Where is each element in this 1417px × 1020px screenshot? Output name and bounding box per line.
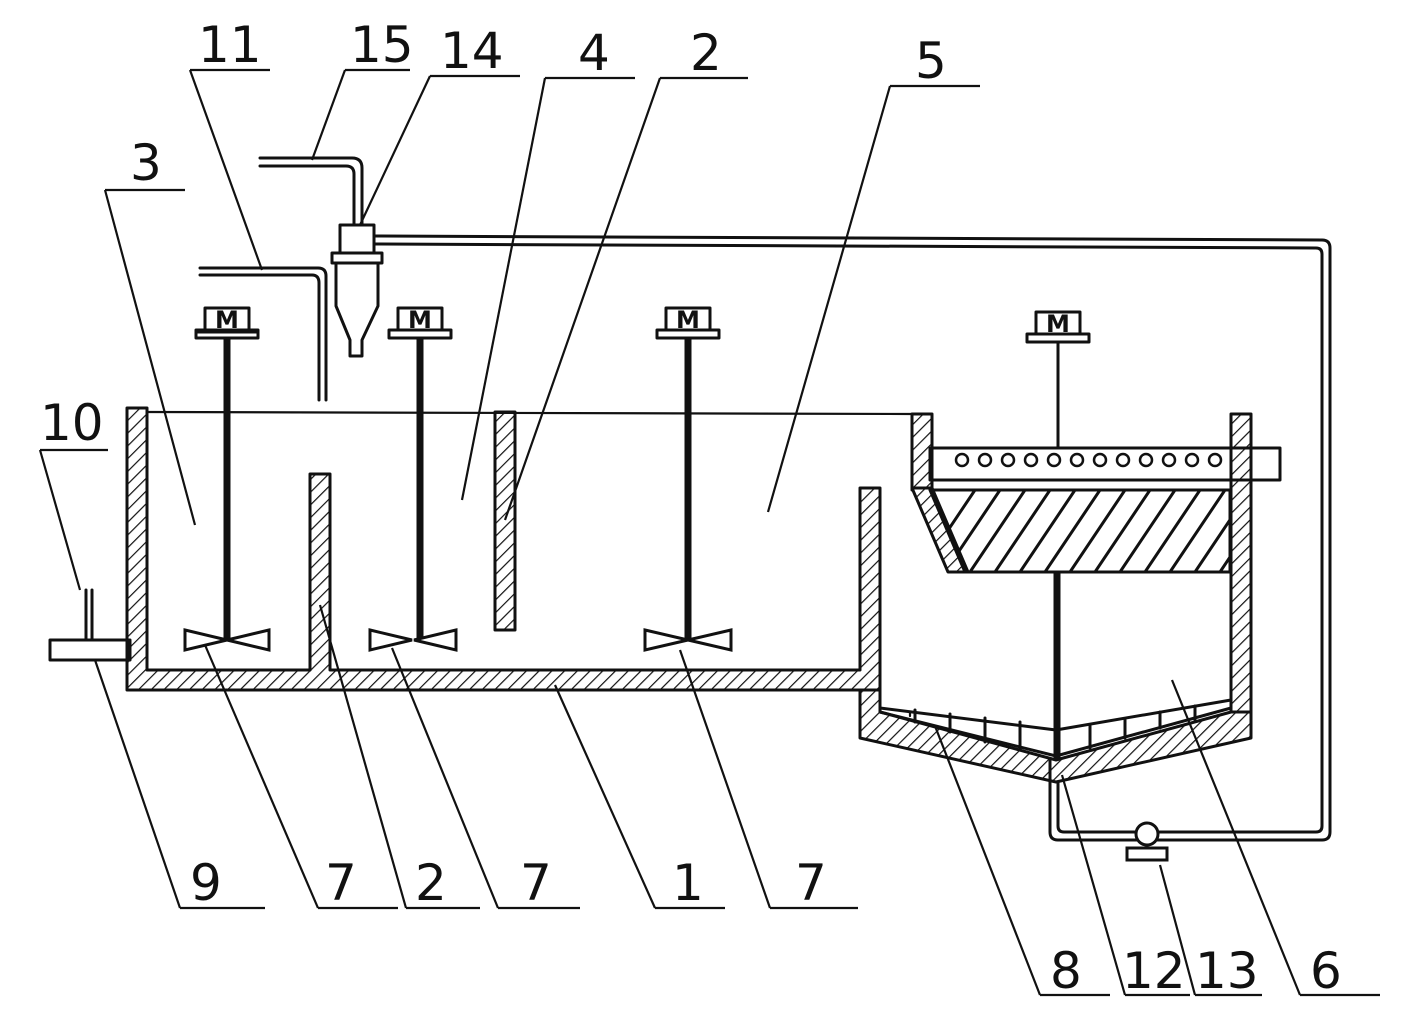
- label-4: 4: [578, 24, 610, 82]
- tank-body: [125, 406, 882, 692]
- water-surface-line: [145, 410, 914, 416]
- scraper-drive: M: [1025, 310, 1091, 450]
- label-9: 9: [190, 854, 222, 912]
- perforated-collector-pipe: [928, 446, 1282, 482]
- label-13: 13: [1195, 942, 1259, 1000]
- agitator-1: M: [183, 306, 271, 652]
- motor-glyph: M: [676, 306, 700, 334]
- dosing-device: [258, 156, 384, 358]
- label-14: 14: [440, 22, 504, 80]
- label-11: 11: [198, 16, 262, 74]
- label-7-left: 7: [325, 854, 357, 912]
- label-2-bottom: 2: [415, 854, 447, 912]
- leader-lines: [38, 68, 1380, 997]
- pump-icon: [1125, 821, 1169, 862]
- label-12: 12: [1122, 942, 1186, 1000]
- label-15: 15: [350, 16, 414, 74]
- impeller-icon: [368, 628, 458, 652]
- part-number-labels: 3 11 15 14 4 2 5 10 9 7 2 7 1 7 8 12 13 …: [40, 16, 1342, 1000]
- settler-right-wall: [1229, 412, 1253, 734]
- inclined-plate-pack: [928, 488, 1232, 574]
- impeller-icon: [643, 628, 733, 652]
- probe: [84, 588, 94, 642]
- label-10: 10: [40, 394, 104, 452]
- sedimentation-tank: [858, 412, 1282, 784]
- agitator-2: M: [368, 306, 458, 652]
- label-2-top: 2: [690, 24, 722, 82]
- agitator-3: M: [643, 306, 733, 652]
- label-3: 3: [130, 134, 162, 192]
- return-pipe: [372, 234, 1332, 842]
- motor-glyph: M: [408, 306, 432, 334]
- label-8: 8: [1050, 942, 1082, 1000]
- inlet-pipe: [48, 638, 132, 662]
- motor-glyph: M: [215, 306, 239, 334]
- label-1: 1: [672, 854, 704, 912]
- settler-v-bottom: [858, 688, 1253, 784]
- label-6: 6: [1310, 942, 1342, 1000]
- label-5: 5: [915, 32, 947, 90]
- label-7-middle: 7: [520, 854, 552, 912]
- label-7-right: 7: [795, 854, 827, 912]
- motor-glyph: M: [1046, 310, 1070, 338]
- dosing-pipe: [198, 266, 328, 402]
- baffle-plate: [493, 410, 517, 632]
